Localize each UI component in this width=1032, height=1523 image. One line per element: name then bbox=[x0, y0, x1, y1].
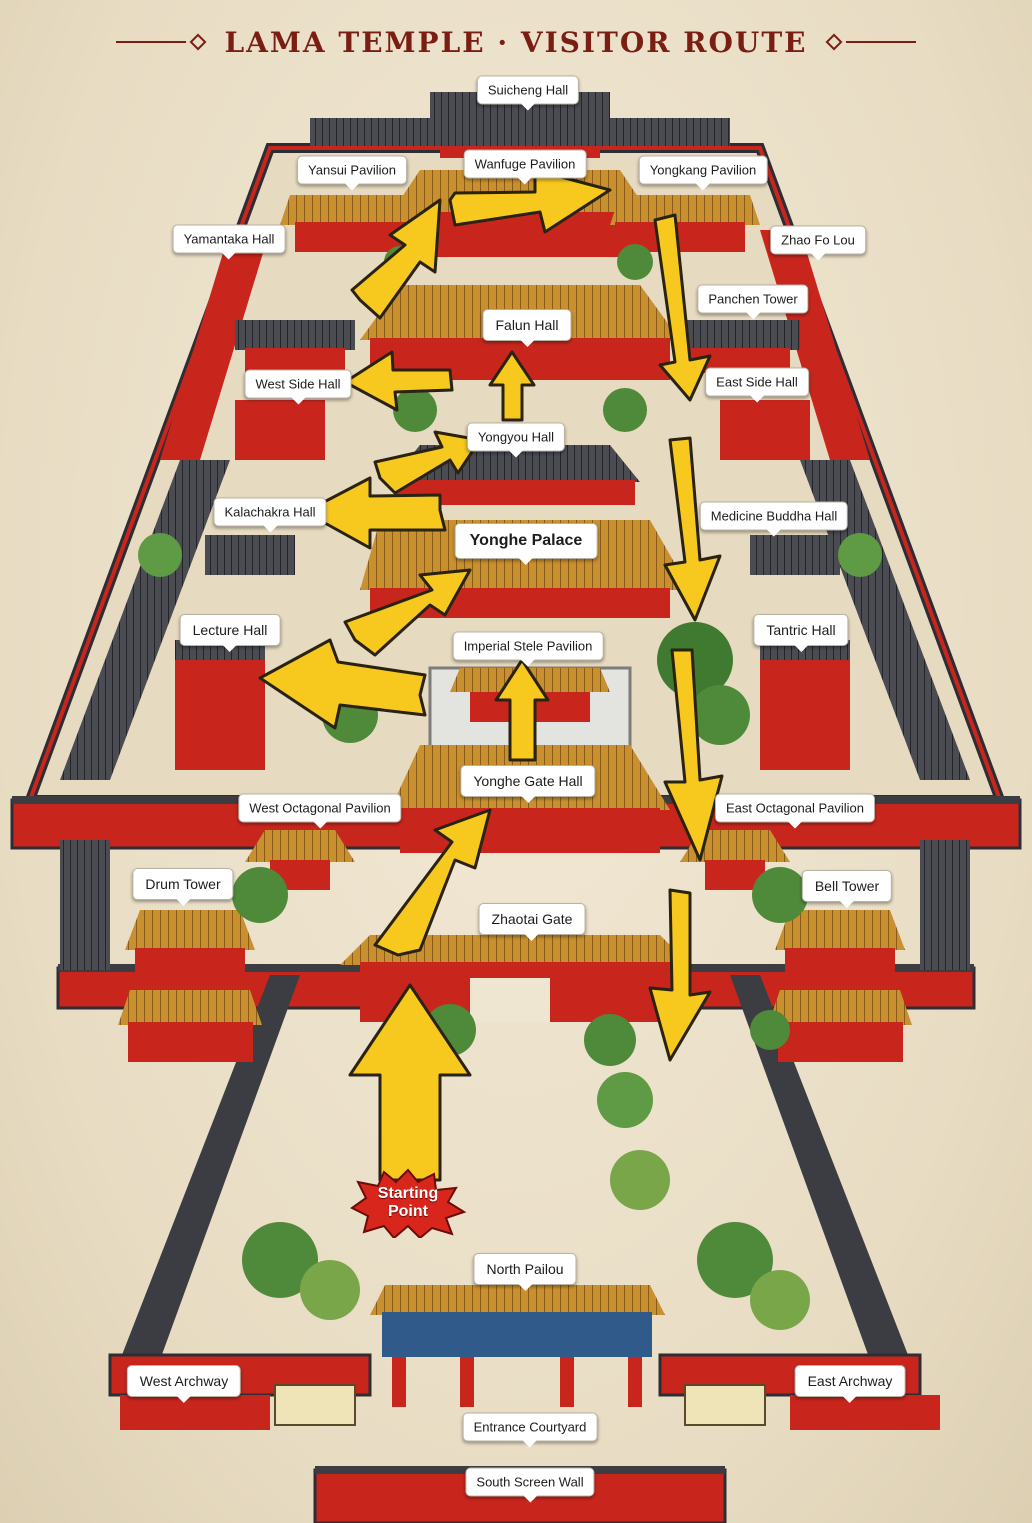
starting-point-line2: Point bbox=[387, 1203, 428, 1220]
route-arrow-falun bbox=[488, 350, 536, 422]
title-diamond-left-icon bbox=[189, 33, 207, 51]
route-arrow-west-side bbox=[343, 350, 454, 412]
label-yamantaka-hall[interactable]: Yamantaka Hall bbox=[172, 224, 286, 254]
label-lecture-hall[interactable]: Lecture Hall bbox=[179, 614, 281, 646]
label-west-archway[interactable]: West Archway bbox=[126, 1365, 242, 1397]
label-panchen-tower[interactable]: Panchen Tower bbox=[697, 284, 809, 314]
label-medicine-buddha-hall[interactable]: Medicine Buddha Hall bbox=[699, 501, 849, 531]
starting-point-line1: Starting bbox=[377, 1185, 439, 1202]
label-east-archway[interactable]: East Archway bbox=[794, 1365, 906, 1397]
trees bbox=[138, 244, 882, 1330]
label-suicheng-hall[interactable]: Suicheng Hall bbox=[476, 75, 580, 105]
label-yonghe-gate-hall[interactable]: Yonghe Gate Hall bbox=[460, 765, 596, 797]
starburst-badge-icon bbox=[350, 1168, 467, 1238]
label-tantric-hall[interactable]: Tantric Hall bbox=[753, 614, 849, 646]
starting-point-label: Starting Point bbox=[378, 1185, 438, 1221]
route-arrow-start bbox=[348, 983, 472, 1182]
label-kalachakra-hall[interactable]: Kalachakra Hall bbox=[213, 497, 327, 527]
label-bell-tower[interactable]: Bell Tower bbox=[801, 870, 893, 902]
route-arrows bbox=[258, 168, 724, 1182]
label-zhao-fo-lou[interactable]: Zhao Fo Lou bbox=[770, 225, 866, 255]
label-falun-hall[interactable]: Falun Hall bbox=[482, 309, 572, 341]
map-title: LAMA TEMPLE · VISITOR ROUTE bbox=[0, 18, 1032, 66]
title-rule-right bbox=[845, 41, 916, 43]
label-west-side-hall[interactable]: West Side Hall bbox=[244, 369, 352, 399]
label-zhaotai-gate[interactable]: Zhaotai Gate bbox=[478, 903, 586, 935]
route-arrow-east-down-4 bbox=[648, 888, 712, 1062]
route-arrow-yongkang bbox=[448, 168, 612, 234]
label-yansui-pavilion[interactable]: Yansui Pavilion bbox=[297, 155, 407, 185]
label-wanfuge-pavilion[interactable]: Wanfuge Pavilion bbox=[463, 149, 587, 179]
route-arrow-gate-hall bbox=[373, 808, 492, 957]
route-arrow-lecture-hall bbox=[258, 638, 427, 730]
route-arrow-east-down-2 bbox=[663, 436, 722, 622]
label-south-screen-wall[interactable]: South Screen Wall bbox=[465, 1467, 595, 1497]
label-north-pailou[interactable]: North Pailou bbox=[473, 1253, 577, 1285]
route-arrow-yonghe-palace bbox=[343, 568, 472, 657]
label-entrance-courtyard[interactable]: Entrance Courtyard bbox=[462, 1412, 598, 1442]
route-arrow-east-down-1 bbox=[653, 213, 712, 402]
label-imperial-stele-pavilion[interactable]: Imperial Stele Pavilion bbox=[452, 631, 604, 661]
starting-point-badge[interactable]: Starting Point bbox=[348, 1168, 468, 1238]
label-east-side-hall[interactable]: East Side Hall bbox=[705, 367, 809, 397]
label-east-octagonal-pavilion[interactable]: East Octagonal Pavilion bbox=[714, 793, 876, 823]
route-arrow-yansui bbox=[350, 198, 442, 320]
page-title: LAMA TEMPLE · VISITOR ROUTE bbox=[224, 25, 808, 59]
route-arrow-east-down-3 bbox=[663, 648, 724, 862]
label-west-octagonal-pavilion[interactable]: West Octagonal Pavilion bbox=[238, 793, 402, 823]
label-yongyou-hall[interactable]: Yongyou Hall bbox=[466, 422, 566, 452]
label-yongkang-pavilion[interactable]: Yongkang Pavilion bbox=[638, 155, 768, 185]
title-diamond-right-icon bbox=[825, 33, 843, 51]
label-yonghe-palace[interactable]: Yonghe Palace bbox=[454, 523, 598, 559]
route-arrow-stele bbox=[494, 658, 550, 762]
label-drum-tower[interactable]: Drum Tower bbox=[132, 868, 234, 900]
title-rule-left bbox=[116, 41, 187, 43]
